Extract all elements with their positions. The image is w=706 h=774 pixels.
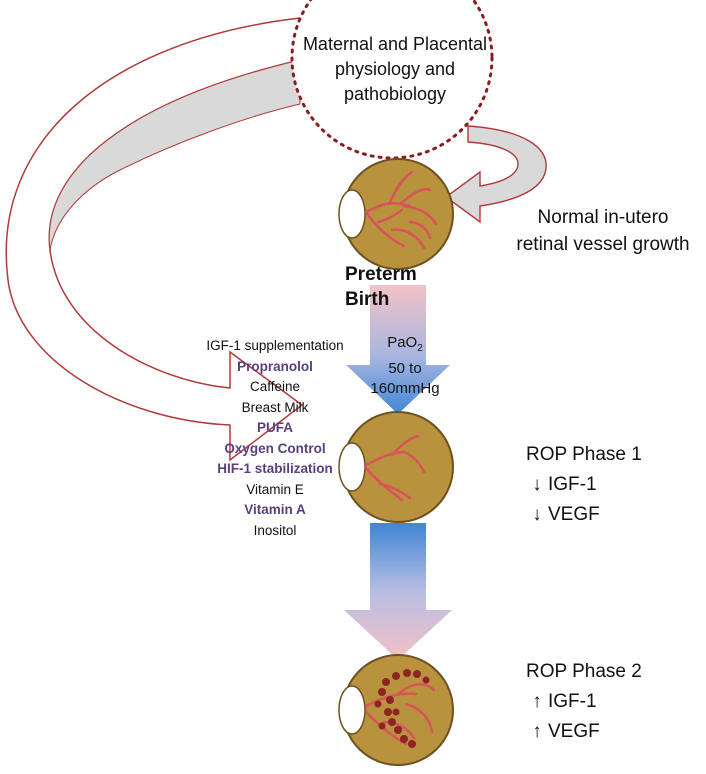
pao2-subscript: 2 [417,343,423,354]
pao2-label: PaO2 50 to 160mmHg [360,333,450,399]
normal-growth-line-1: Normal in-utero [537,207,669,228]
preterm-line-1: Preterm [345,264,417,285]
maternal-influence-arrow-band [48,59,301,251]
maternal-circle [290,0,494,160]
phase-1-item-label: VEGF [548,504,600,525]
eye-normal [338,158,454,270]
pao2-range-line-2: 160mmHg [370,380,440,397]
phase-2-item-label: IGF-1 [548,691,597,712]
up-arrow-icon: ↑ [532,691,542,712]
normal-growth-arrow [444,125,547,224]
intervention-item: Breast Milk [241,399,309,415]
down-arrow-icon: ↓ [532,504,542,525]
intervention-item: Vitamin E [246,481,304,497]
eye-phase2 [338,654,454,766]
preterm-line-2: Birth [345,289,390,310]
phase-2-item: ↑ VEGF [526,717,642,747]
pao2-range-line-1: 50 to [388,360,422,377]
phase-1-item-label: IGF-1 [548,474,597,495]
pao2-title: PaO2 [360,333,450,359]
maternal-line-2: physiology and [334,59,456,79]
phase-transition-arrow [344,523,452,660]
intervention-item: HIF-1 stabilization [217,461,333,476]
phase-1-item: ↓ IGF-1 [526,470,642,500]
intervention-item: Inositol [253,522,297,538]
eye-phase1 [338,411,454,523]
phase-2-item-label: VEGF [548,721,600,742]
intervention-item: PUFA [256,420,293,435]
up-arrow-icon: ↑ [532,721,542,742]
intervention-item: Oxygen Control [224,440,326,456]
maternal-label: Maternal and Placental physiology and pa… [280,32,510,107]
intervention-item: Caffeine [249,379,301,394]
intervention-item: Propranolol [237,358,313,374]
oxygen-arrow [346,285,450,414]
pao2-main: PaO [387,334,418,351]
normal-growth-line-2: retinal vessel growth [516,234,690,255]
intervention-item: IGF-1 supplementation [206,338,344,353]
interventions-list: IGF-1 supplementation Propranolol Caffei… [170,336,380,541]
rop-phase-1: ROP Phase 1 ↓ IGF-1 ↓ VEGF [526,440,642,530]
maternal-line-3: pathobiology [343,84,447,104]
normal-growth-label: Normal in-utero retinal vessel growth [500,204,706,258]
intervention-item: Vitamin A [244,502,306,517]
phase-1-title: ROP Phase 1 [526,444,642,465]
phase-1-item: ↓ VEGF [526,500,642,530]
phase-2-item: ↑ IGF-1 [526,687,642,717]
maternal-line-1: Maternal and Placental [302,34,488,54]
rop-phase-2: ROP Phase 2 ↑ IGF-1 ↑ VEGF [526,657,642,747]
down-arrow-icon: ↓ [532,474,542,495]
phase-2-title: ROP Phase 2 [526,661,642,682]
preterm-birth-label: Preterm Birth [345,262,417,312]
